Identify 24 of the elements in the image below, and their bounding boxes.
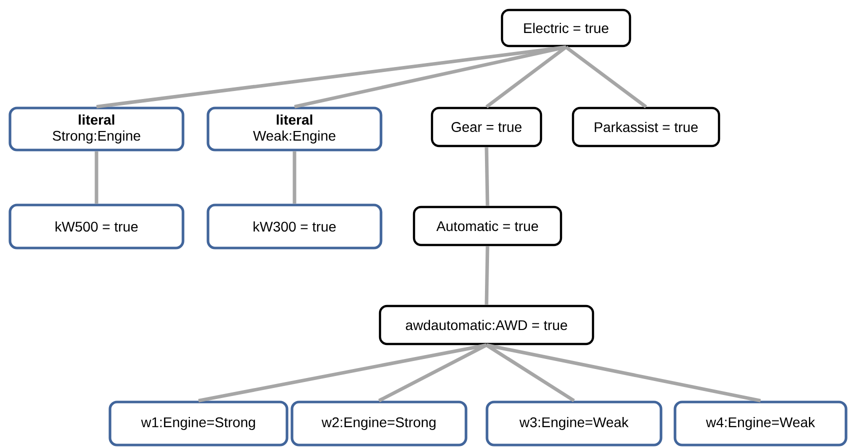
node-box: awdautomatic:AWD = true (378, 304, 594, 346)
node-box: w3:Engine=Weak (486, 400, 662, 446)
connector-line (378, 344, 488, 402)
connector-line (198, 343, 487, 402)
connector-line (486, 343, 761, 402)
node-box: Electric = true (500, 8, 632, 48)
node-box: w2:Engine=Strong (290, 400, 468, 446)
connector-line (94, 151, 98, 204)
connector-line (564, 46, 648, 108)
connector-line (486, 344, 575, 402)
node-box: literal Weak:Engine (206, 106, 382, 152)
node-box: literal Strong:Engine (8, 106, 184, 152)
node-box: w4:Engine=Weak (674, 400, 848, 446)
node-box: Gear = true (430, 106, 542, 148)
node-box: Parkassist = true (572, 106, 720, 148)
connector-line (294, 45, 566, 108)
connector-line (292, 151, 296, 204)
connector-line (484, 147, 490, 206)
node-box: w1:Engine=Strong (108, 400, 288, 446)
node-box: kW300 = true (206, 204, 382, 250)
connector-line (96, 45, 566, 108)
node-box: Automatic = true (412, 206, 562, 246)
connector-line (484, 246, 490, 305)
node-box: kW500 = true (8, 204, 184, 250)
